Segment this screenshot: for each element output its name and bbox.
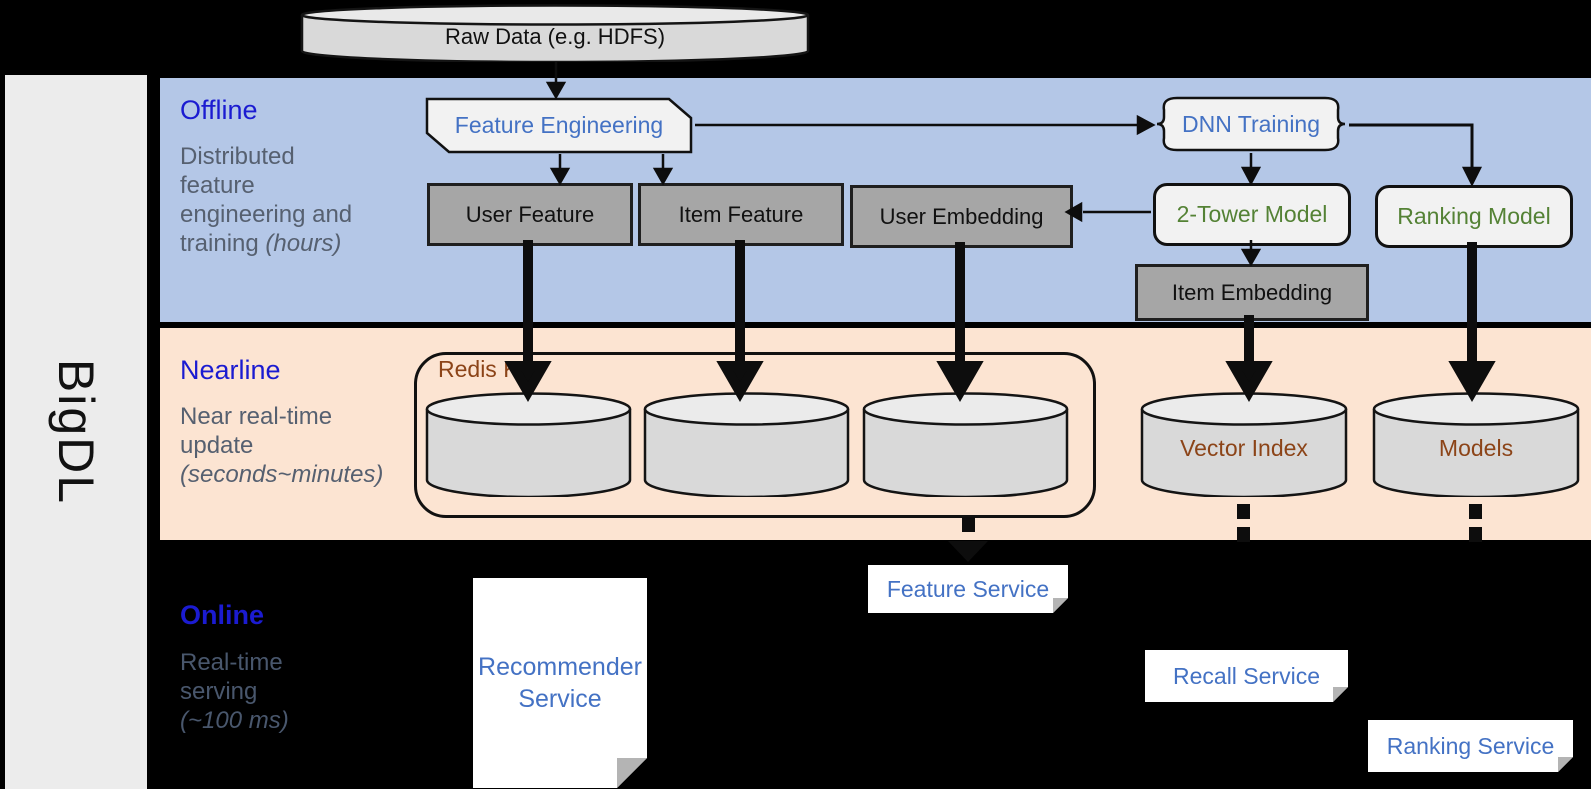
models-label: Models [1438,435,1514,461]
offline-section-description: Distributed feature engineering and trai… [180,142,376,258]
vector-index-store: Vector Index [1140,392,1348,502]
redis-cylinder-3 [862,392,1069,502]
redis-kv-label: Redis KV [438,356,534,382]
nearline-section-title: Nearline [180,355,281,385]
cylinder-shape [862,392,1069,499]
online-duration-text: (~100 ms) [180,707,289,734]
raw-data-store: Raw Data (e.g. HDFS) [300,4,810,64]
recommender-service-node: Recommender Service [473,578,647,788]
feature-engineering-node: Feature Engineering [425,97,693,154]
cylinder-shape [1372,392,1580,499]
dnn-training-node: DNN Training [1153,95,1349,153]
offline-description-text: Distributed feature engineering and trai… [180,143,353,257]
cylinder-shape [300,4,810,64]
online-description-text: Real-time serving [180,649,283,705]
item-embedding-node: Item Embedding [1135,264,1369,321]
hexagon-shape [425,97,693,154]
vector-index-label: Vector Index [1180,435,1308,461]
redis-cylinder-1 [425,392,632,502]
models-store: Models [1372,392,1580,502]
double-brace-shape [1156,96,1346,152]
nearline-duration-text: (seconds~minutes) [180,461,384,488]
cylinder-shape [643,392,850,499]
redis-cylinder-2 [643,392,850,502]
bigdl-sidebar [5,75,147,789]
nearline-description-text: Near real-time update [180,403,333,459]
ranking-service-node: Ranking Service [1368,720,1573,772]
online-section-title: Online [180,600,265,630]
nearline-section-description: Near real-time update (seconds~minutes) [180,402,383,489]
offline-duration-text: (hours) [265,230,342,257]
raw-data-label: Raw Data (e.g. HDFS) [444,24,666,49]
feature-engineering-label: Feature Engineering [454,112,664,138]
bigdl-logo-text: BigDL [48,358,104,506]
user-embedding-node: User Embedding [850,185,1073,248]
feature-service-node: Feature Service [868,565,1068,613]
recall-service-node: Recall Service [1145,650,1348,702]
dnn-training-label: DNN Training [1181,110,1321,137]
online-section-description: Real-time serving (~100 ms) [180,648,320,735]
cylinder-shape [1140,392,1348,499]
item-feature-node: Item Feature [638,183,844,246]
redis-kv-container [414,352,1096,518]
ranking-model-node: Ranking Model [1375,185,1573,248]
user-feature-node: User Feature [427,183,633,246]
cylinder-shape [425,392,632,499]
offline-section-title: Offline [180,95,258,125]
two-tower-model-node: 2-Tower Model [1153,183,1351,246]
